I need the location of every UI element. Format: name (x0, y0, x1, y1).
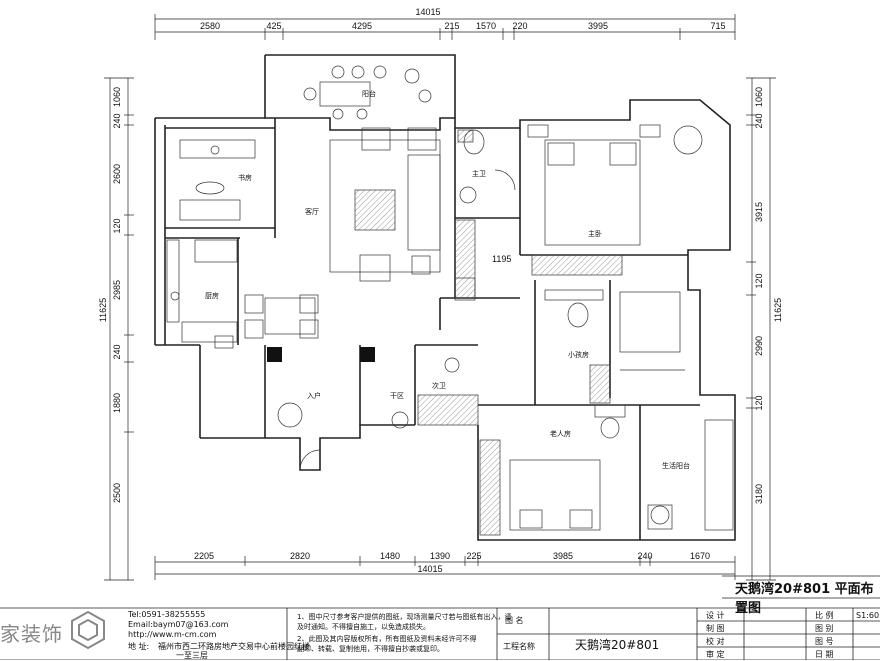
plan-title: 天鹅湾20#801 平面布置图 (735, 582, 874, 616)
right-dimension: 3915 (754, 202, 764, 222)
left-dimension-line (104, 77, 134, 581)
note-1-cont: 及时通知。不得擅自施工，以免造成损失。 (297, 623, 430, 631)
left-dimension: 120 (112, 218, 122, 233)
top-dimension: 715 (710, 21, 725, 31)
right-dimension: 3180 (754, 484, 764, 504)
left-dimension: 240 (112, 113, 122, 128)
review-label: 审 定 (706, 650, 725, 659)
top-dimension: 3995 (588, 21, 608, 31)
top-dimension: 4295 (352, 21, 372, 31)
bottom-dimension: 1480 (380, 551, 400, 561)
right-dimension: 1060 (754, 87, 764, 107)
right-total-dimension: 11625 (773, 298, 783, 322)
left-dimension: 1060 (112, 87, 122, 107)
bottom-dimension: 1670 (690, 551, 710, 561)
room-label-master-bedroom: 主卧 (588, 229, 602, 238)
bottom-dimension: 225 (466, 551, 481, 561)
company-address: 福州市西二环路房地产交易中心前楼园红楼 (158, 642, 310, 651)
room-label-study: 书房 (238, 173, 252, 182)
number-label: 图 号 (815, 637, 834, 646)
top-dimension: 215 (444, 21, 459, 31)
top-dimension: 2580 (200, 21, 220, 31)
note-1: 1、图中尺寸参考客户提供的图纸，现场测量尺寸若与图纸有出入，请 (297, 613, 512, 621)
company-address-label: 地 址: (128, 642, 150, 651)
left-dimension: 2500 (112, 483, 122, 503)
room-label-entry: 入户 (307, 391, 321, 400)
room-label-dry-area: 干区 (390, 392, 404, 400)
left-dimension: 2985 (112, 280, 122, 300)
top-dimension: 220 (512, 21, 527, 31)
bottom-dimension: 2205 (194, 551, 214, 561)
check-label: 校 对 (706, 637, 725, 646)
company-address-line2: 一至三层 (176, 651, 208, 660)
left-dimension: 2600 (112, 164, 122, 184)
room-label-master-bath: 主卫 (472, 169, 486, 178)
room-label-kids-room: 小孩房 (568, 350, 589, 359)
right-dimension: 240 (754, 113, 764, 128)
interior-dimension: 1195 (492, 254, 511, 264)
note-2-cont: 翻印、转载、复制他用，不得擅自抄袭或复印。 (297, 645, 444, 653)
right-dimension-line (746, 77, 776, 581)
company-logo-icon (71, 610, 105, 650)
project-name-value: 天鹅湾20#801 (575, 638, 660, 652)
right-dimension: 120 (754, 273, 764, 288)
top-dimension-line (154, 14, 736, 40)
drawing-name-label: 图 名 (505, 616, 524, 625)
left-dimension: 240 (112, 344, 122, 359)
project-name-label: 工程名称 (503, 642, 535, 651)
company-tel: Tel:0591-38255555 (128, 610, 206, 619)
note-2: 2、此图及其内容版权所有，所有图纸及资料未经许可不得 (297, 635, 477, 643)
bottom-dimension: 1390 (430, 551, 450, 561)
bottom-total-dimension: 14015 (417, 564, 442, 574)
top-dimension: 425 (266, 21, 281, 31)
room-label-kitchen: 厨房 (205, 291, 219, 300)
company-logo-text: 家装饰 (0, 622, 63, 646)
walls (154, 54, 736, 541)
right-dimension: 2990 (754, 336, 764, 356)
furniture (166, 65, 734, 536)
room-label-living: 客厅 (305, 207, 319, 216)
company-web: http://www.m-cm.com (128, 630, 217, 639)
sheet-label: 图 别 (815, 624, 834, 633)
scale-value: S1:60 (856, 611, 880, 620)
bottom-dimension: 3985 (553, 551, 573, 561)
top-total-dimension: 14015 (415, 7, 440, 17)
structural-column (360, 347, 375, 362)
structural-column (267, 347, 282, 362)
bottom-dimension: 240 (637, 551, 652, 561)
design-label: 设 计 (706, 611, 725, 620)
bottom-dimension: 2820 (290, 551, 310, 561)
left-dimension: 1880 (112, 393, 122, 413)
top-dimension: 1570 (476, 21, 496, 31)
room-label-elder-room: 老人房 (550, 429, 571, 438)
date-label: 日 期 (815, 650, 834, 659)
left-total-dimension: 11625 (98, 298, 108, 322)
company-email: Email:baym07@163.com (128, 620, 229, 629)
room-label-service-balcony: 生活阳台 (662, 461, 690, 470)
room-label-second-bath: 次卫 (432, 381, 446, 390)
draw-label: 制 图 (706, 624, 725, 633)
right-dimension: 120 (754, 395, 764, 410)
scale-label: 比 例 (815, 611, 834, 620)
room-label-balcony: 阳台 (362, 89, 376, 98)
title-block-frame (0, 575, 880, 660)
